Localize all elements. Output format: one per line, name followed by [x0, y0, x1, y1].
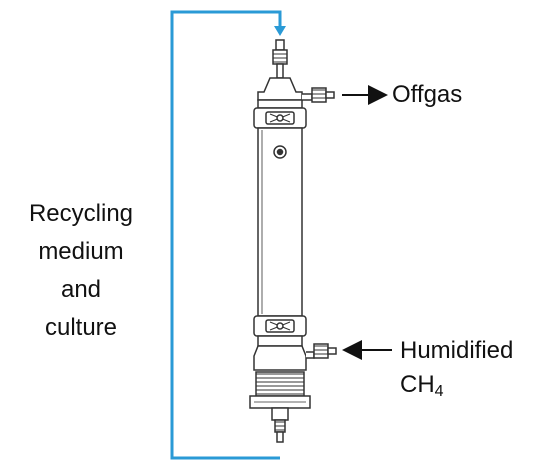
recycling-label: Recycling medium and culture: [6, 195, 156, 347]
glass-column: [257, 127, 303, 317]
top-inlet-nozzle: [272, 39, 288, 79]
bottom-section: [253, 335, 307, 371]
top-clamp: [253, 107, 307, 129]
ch4-inlet-port: [306, 343, 337, 359]
recycle-loop-line: [170, 10, 282, 460]
threaded-base: [249, 371, 311, 409]
bottom-clamp: [253, 315, 307, 337]
recycling-line-3: and: [60, 276, 102, 303]
offgas-port: [302, 87, 335, 103]
ch4-label: CH4: [400, 370, 444, 402]
recycling-line-2: medium: [38, 238, 124, 265]
ch4-subscript: 4: [434, 383, 444, 400]
recycle-arrow-head: [274, 26, 286, 36]
humidified-label: Humidified: [400, 337, 514, 364]
ch4-main: CH: [400, 371, 435, 398]
recycling-line-1: Recycling: [28, 200, 134, 227]
bottom-outlet-nozzle: [271, 407, 289, 443]
offgas-label: Offgas: [392, 81, 463, 108]
sample-port: [273, 145, 287, 159]
recycling-line-4: culture: [44, 314, 118, 341]
top-head: [257, 77, 303, 109]
